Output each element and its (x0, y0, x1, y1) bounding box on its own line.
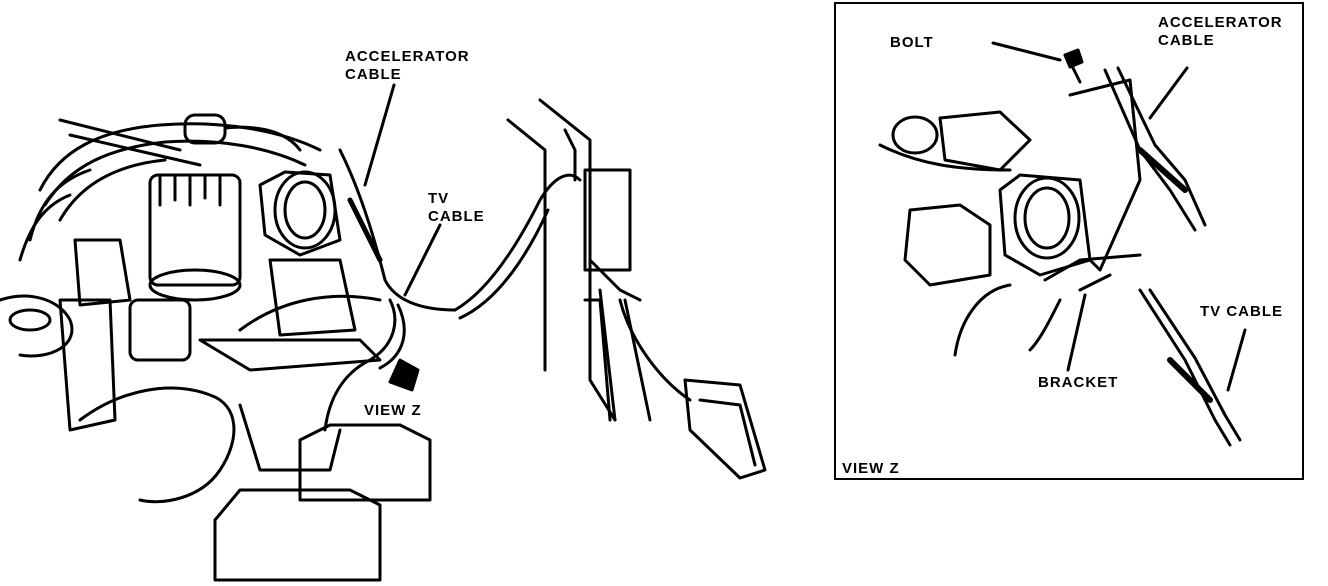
distributor (148, 173, 242, 302)
view-z-arrow (388, 358, 420, 392)
bracket-leader (1066, 293, 1087, 372)
detail-view-z-label: VIEW Z (842, 460, 900, 477)
main-accelerator-cable-leader (363, 83, 396, 187)
detail-tv-cable-label: TV CABLE (1200, 303, 1283, 320)
accelerator-cable-label: ACCELERATOR CABLE (345, 48, 470, 83)
accelerator-cable-run (338, 148, 582, 320)
detail-accelerator-cable (1103, 66, 1207, 232)
throttle-body (183, 113, 342, 257)
tv-cable-run (323, 298, 406, 432)
detail-throttle-body (878, 110, 1092, 357)
detail-accelerator-cable-label: ACCELERATOR CABLE (1158, 14, 1283, 49)
detail-bolt (1063, 48, 1084, 84)
bolt-label: BOLT (890, 34, 934, 51)
tv-cable-leader (1226, 328, 1247, 392)
detail-view-frame (834, 2, 1304, 480)
engine-block (0, 238, 382, 504)
firewall-pedal (506, 98, 767, 480)
tv-cable-label: TV CABLE (428, 190, 485, 225)
bolt-leader (991, 41, 1062, 62)
detail-tv-cable (1138, 288, 1242, 447)
battery-box (213, 423, 432, 582)
view-z-label: VIEW Z (364, 402, 422, 419)
main-tv-cable-leader (403, 223, 442, 297)
bracket-label: BRACKET (1038, 374, 1119, 391)
accelerator-cable-leader (1148, 66, 1189, 120)
